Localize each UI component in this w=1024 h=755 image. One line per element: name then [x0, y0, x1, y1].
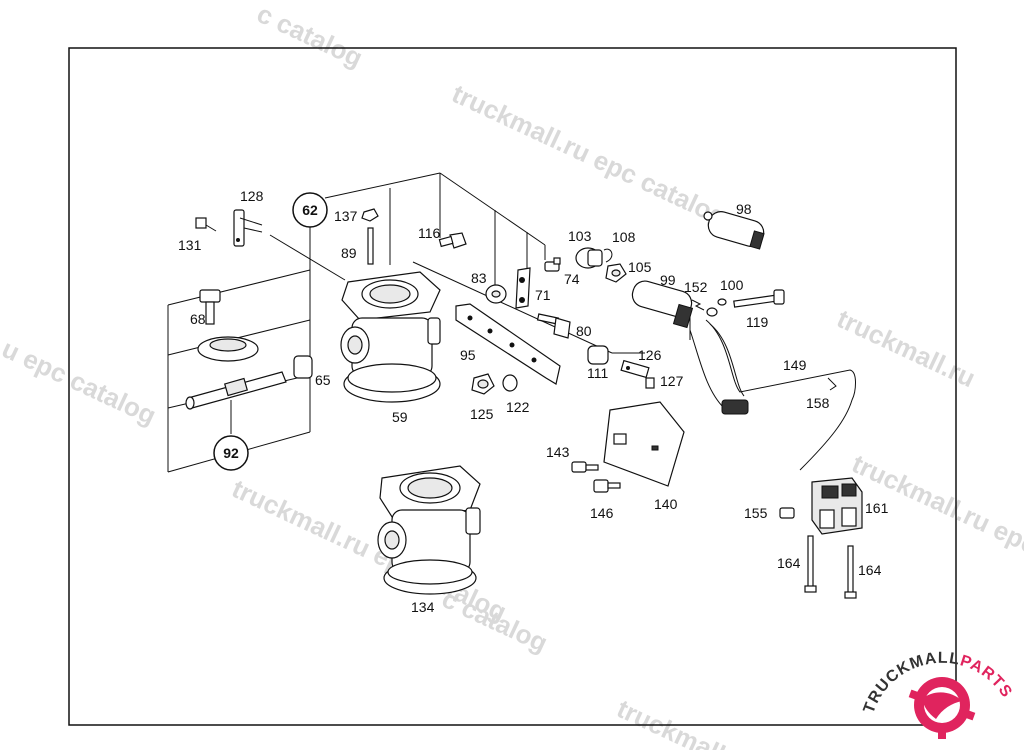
- part-label-134: 134: [411, 599, 435, 615]
- part-164-bolt-b: [844, 545, 857, 599]
- part-label-164: 164: [777, 555, 801, 571]
- part-diaphragm-plate: [197, 336, 259, 362]
- part-label-100: 100: [720, 277, 744, 293]
- part-label-65: 65: [315, 372, 331, 388]
- part-74-pin: [544, 257, 561, 272]
- part-label-99: 99: [660, 272, 676, 288]
- part-label-80: 80: [576, 323, 592, 339]
- part-152-spring: [691, 299, 705, 311]
- watermark-text: u epc catalog: [0, 333, 161, 430]
- part-137-nut: [361, 208, 379, 222]
- part-label-105: 105: [628, 259, 652, 275]
- part-label-119: 119: [746, 314, 769, 330]
- part-158-clip: [827, 377, 837, 391]
- part-146-bolt: [593, 479, 621, 493]
- part-label-89: 89: [341, 245, 357, 261]
- part-label-137: 137: [334, 208, 358, 224]
- part-label-108: 108: [612, 229, 636, 245]
- part-126-connector: [620, 359, 650, 379]
- part-131-bolt: [195, 217, 217, 232]
- part-122-washer: [502, 374, 518, 392]
- part-105-nut: [605, 263, 627, 283]
- watermark-text: c catalog: [252, 0, 367, 73]
- part-100-washer: [706, 298, 727, 317]
- part-label-140: 140: [654, 496, 678, 512]
- truckmallparts-logo: TRUCKMALLPARTS: [861, 650, 1014, 739]
- part-95-bracket: [455, 303, 561, 385]
- part-label-146: 146: [590, 505, 614, 521]
- part-59-housing: [340, 271, 441, 403]
- part-label-155: 155: [744, 505, 768, 521]
- part-labels: 128 131 137 89 116 83 71 74 103 108 105 …: [178, 188, 889, 615]
- part-128-bracket: [233, 209, 263, 247]
- part-label-83: 83: [471, 270, 487, 286]
- part-label-122: 122: [506, 399, 530, 415]
- part-155-screw: [779, 507, 795, 519]
- part-label-111: 111: [587, 365, 608, 381]
- callout-62: 62: [292, 192, 328, 228]
- part-119-bolt: [733, 289, 785, 308]
- part-116-bolt: [438, 232, 467, 249]
- part-68-bolt: [199, 289, 221, 325]
- part-92-shaft: [185, 371, 287, 410]
- part-143-bolt: [571, 461, 599, 473]
- part-label-68: 68: [190, 311, 206, 327]
- part-label-131: 131: [178, 237, 202, 253]
- part-label-127: 127: [660, 373, 684, 389]
- part-label-103: 103: [568, 228, 592, 244]
- part-161-valve-block: [811, 477, 863, 535]
- part-99-actuator: [631, 280, 725, 409]
- part-164-bolt-a: [804, 535, 817, 593]
- diagram-frame: [68, 47, 957, 726]
- part-108-clip: [603, 248, 613, 263]
- watermark-text: truckmall.ru epc catalog: [447, 78, 731, 232]
- part-89-stud: [367, 227, 374, 265]
- callout-62-label: 62: [302, 202, 318, 218]
- part-83-washer: [485, 284, 507, 304]
- part-134-housing: [377, 465, 481, 595]
- part-label-161: 161: [865, 500, 889, 516]
- part-label-164: 164: [858, 562, 882, 578]
- part-label-126: 126: [638, 347, 662, 363]
- part-label-158: 158: [806, 395, 830, 411]
- part-label-95: 95: [460, 347, 476, 363]
- part-111-sleeve: [587, 345, 609, 365]
- part-label-152: 152: [684, 279, 708, 295]
- part-71-lever: [515, 267, 531, 309]
- part-label-143: 143: [546, 444, 570, 460]
- watermark-text: truckmall.ru: [612, 693, 760, 750]
- part-103-fitting: [575, 247, 603, 269]
- part-label-59: 59: [392, 409, 408, 425]
- part-65-sleeve: [293, 355, 313, 379]
- watermark-text: truckmall.ru epc catalog: [847, 448, 1024, 602]
- part-125-nut: [471, 373, 495, 395]
- part-label-116: 116: [418, 225, 441, 241]
- part-80-bolt: [536, 313, 571, 339]
- callout-92-label: 92: [223, 445, 239, 461]
- part-149-cable: [705, 319, 856, 471]
- part-98-pump: [703, 211, 765, 250]
- part-140-plate: [603, 401, 685, 487]
- callout-92: 92: [213, 435, 249, 471]
- part-127-screw: [645, 377, 655, 389]
- part-label-125: 125: [470, 406, 494, 422]
- watermark-text: truckmall.ru: [832, 303, 980, 393]
- part-label-128: 128: [240, 188, 264, 204]
- part-label-149: 149: [783, 357, 807, 373]
- part-label-74: 74: [564, 271, 580, 287]
- part-label-98: 98: [736, 201, 752, 217]
- part-label-71: 71: [535, 287, 551, 303]
